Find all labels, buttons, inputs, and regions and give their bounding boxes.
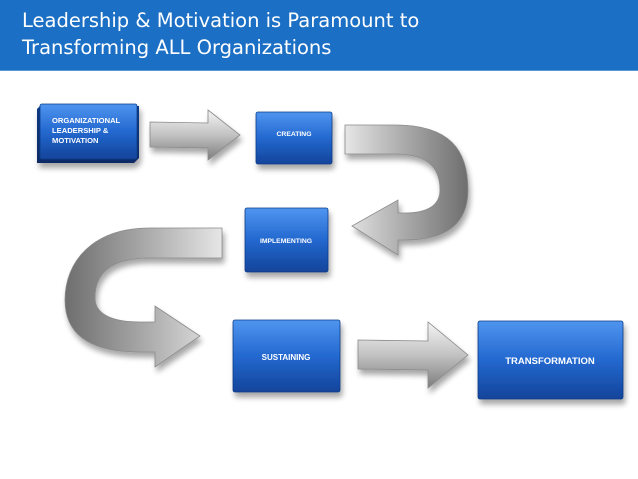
svg-text:ORGANIZATIONAL LEADERSHI: ORGANIZATIONAL LEADERSHIP & MOTIVATION — [52, 116, 122, 145]
curved-arrow-icon — [64, 227, 223, 368]
box-sustaining: SUSTAINING — [232, 319, 341, 393]
arrow-right-icon — [149, 109, 241, 161]
title-bar: Leadership & Motivation is Paramount to … — [0, 0, 638, 70]
box-transformation: TRANSFORMATION — [477, 320, 624, 400]
box-creating: CREATING — [255, 111, 333, 165]
box-label: TRANSFORMATION — [505, 356, 595, 367]
box-label-line-1: ORGANIZATIONAL — [52, 116, 121, 125]
curved-arrow-icon — [344, 124, 469, 256]
box-label: SUSTAINING — [262, 353, 311, 362]
page-title-line-2: Transforming ALL Organizations — [22, 36, 332, 59]
box-label: CREATING — [277, 131, 312, 138]
box-label-line-2: LEADERSHIP & — [52, 126, 109, 135]
box-implementing: IMPLEMENTING — [244, 207, 329, 273]
box-organizational-leadership: ORGANIZATIONAL LEADERSHIP & MOTIVATION — [37, 103, 139, 163]
page-title-line-1: Leadership & Motivation is Paramount to — [22, 9, 420, 32]
arrow-right-icon — [357, 321, 469, 389]
process-diagram: ORGANIZATIONAL LEADERSHIP & MOTIVATION C… — [37, 103, 624, 400]
box-label: IMPLEMENTING — [260, 238, 312, 245]
title-divider — [0, 70, 638, 71]
box-label-line-3: MOTIVATION — [52, 136, 99, 145]
